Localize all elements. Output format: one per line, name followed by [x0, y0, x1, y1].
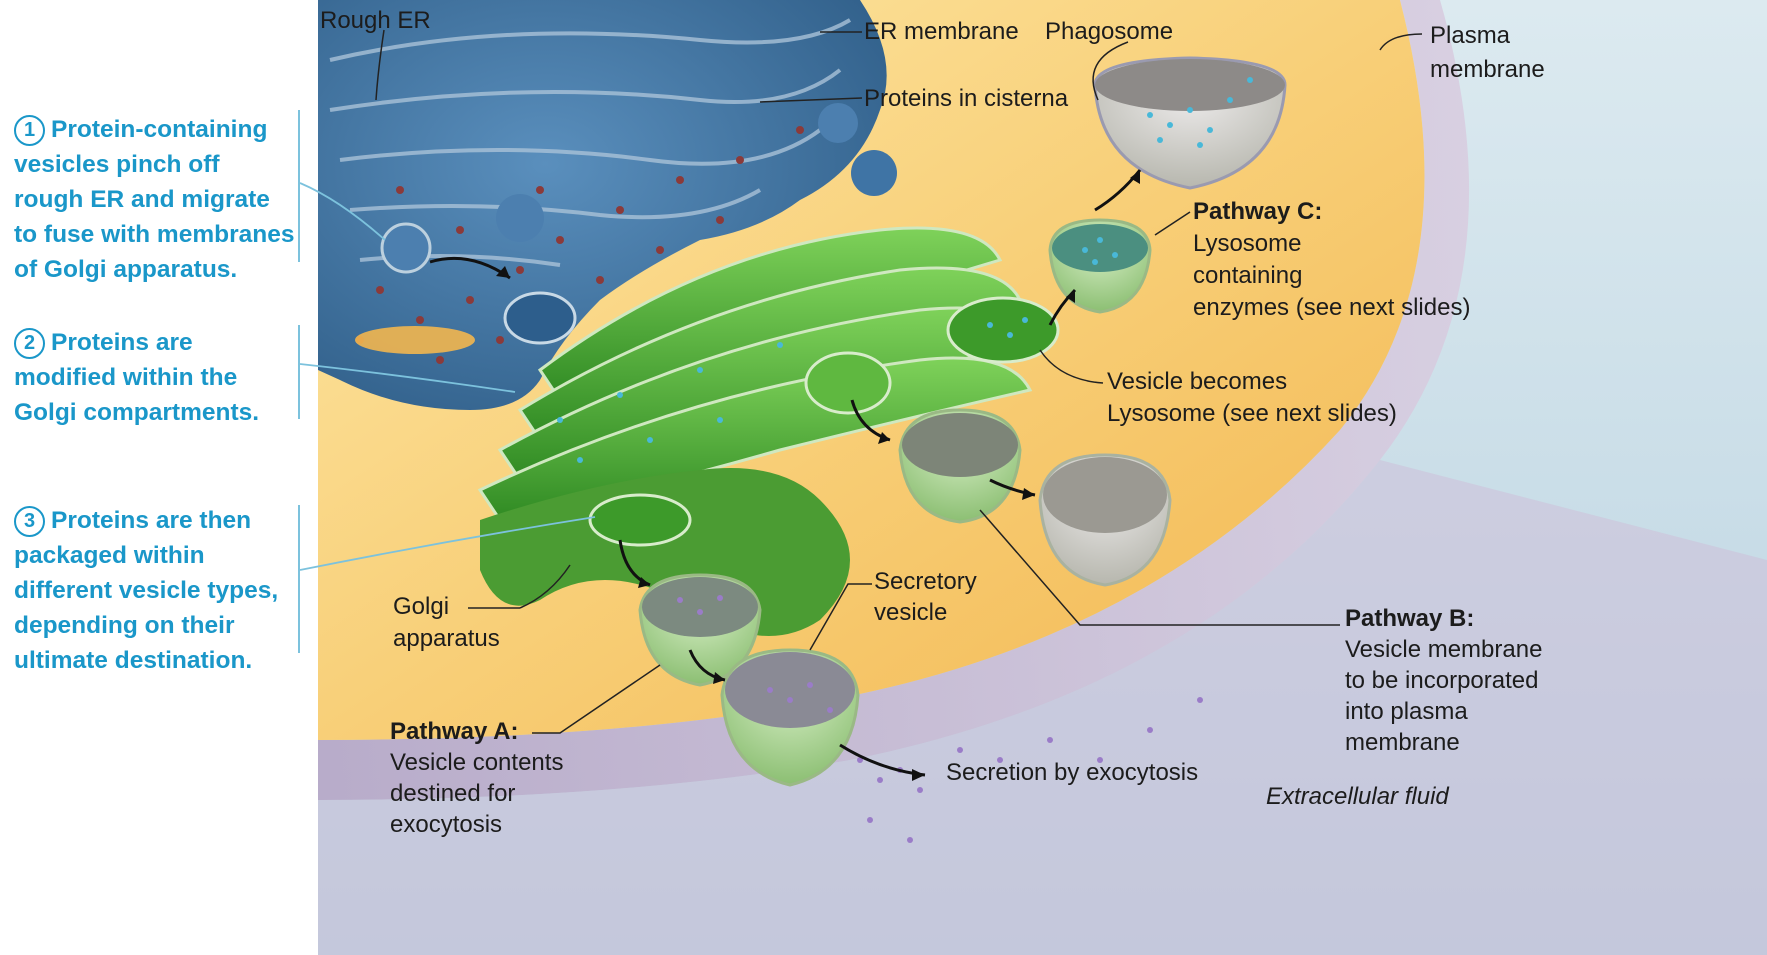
step-3-number: 3	[14, 506, 45, 537]
label-pathway-c: Pathway C: Lysosome containing enzymes (…	[1193, 196, 1470, 324]
label-proteins-in-cisterna: Proteins in cisterna	[864, 82, 1068, 116]
label-vesicle-becomes-lysosome: Vesicle becomes Lysosome (see next slide…	[1107, 366, 1397, 430]
label-extracellular-fluid: Extracellular fluid	[1266, 780, 1449, 814]
label-golgi-apparatus: Golgi apparatus	[393, 591, 500, 655]
step-3: 3Proteins are then packaged within diffe…	[14, 503, 314, 678]
label-pathway-a: Pathway A: Vesicle contents destined for…	[390, 716, 563, 840]
label-secretion-by-exocytosis: Secretion by exocytosis	[946, 756, 1198, 790]
label-secretory-vesicle: Secretory vesicle	[874, 566, 977, 628]
label-pathway-b: Pathway B: Vesicle membrane to be incorp…	[1345, 603, 1542, 758]
label-plasma-membrane: Plasma membrane	[1430, 19, 1545, 87]
step-2: 2Proteins are modified within the Golgi …	[14, 325, 314, 430]
label-phagosome: Phagosome	[1045, 15, 1173, 49]
label-er-membrane: ER membrane	[864, 15, 1019, 49]
step-2-number: 2	[14, 328, 45, 359]
step-1-number: 1	[14, 115, 45, 146]
step-1: 1Protein-containing vesicles pinch off r…	[14, 112, 314, 287]
label-rough-er: Rough ER	[320, 4, 431, 38]
